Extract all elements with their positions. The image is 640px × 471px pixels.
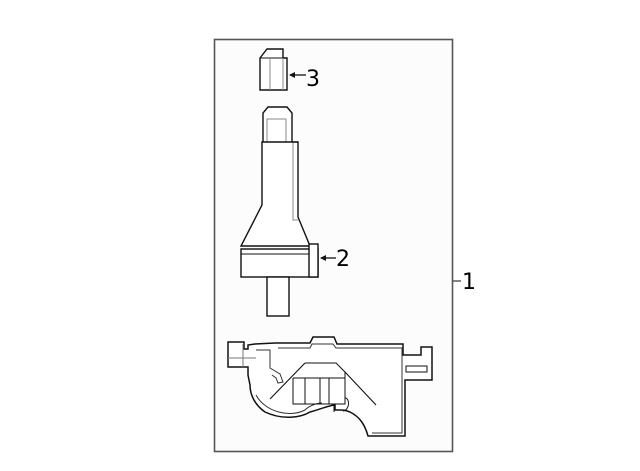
part-2-sensor bbox=[239, 106, 319, 317]
callout-2-label: 2 bbox=[336, 247, 350, 272]
bracket-housing bbox=[227, 336, 433, 437]
callout-3-arrow bbox=[289, 72, 306, 78]
callout-3-label: 3 bbox=[306, 67, 320, 92]
callout-1-label: 1 bbox=[462, 270, 476, 295]
callout-2-arrow bbox=[320, 255, 336, 261]
part-3-clip bbox=[259, 48, 288, 91]
